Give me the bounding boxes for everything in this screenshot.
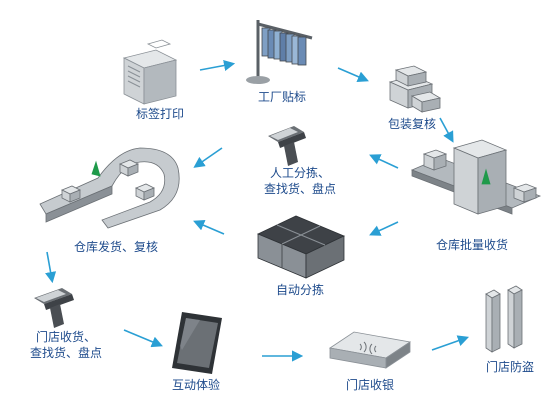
label-printing-label: 标签打印: [135, 107, 185, 121]
arrow-store-to-interactive: [123, 329, 163, 348]
factory-tagging-label: 工厂贴标: [257, 90, 307, 104]
arrow-checkout-to-antitheft: [431, 335, 470, 351]
receiving-portal-icon: [410, 139, 542, 215]
label-printer-icon: [122, 39, 178, 105]
sorting-bins-icon: [257, 215, 345, 279]
arrow-pack-to-receive: [439, 117, 454, 143]
antitheft-gate-icon: [485, 285, 523, 353]
clothing-rack-icon: [246, 20, 313, 84]
arrow-print-to-tag: [199, 59, 236, 71]
checkout-pad-icon: [328, 331, 412, 369]
boxes-stack-icon: [388, 65, 442, 113]
arrow-manual-to-ship: [193, 147, 223, 168]
warehouse-ship-label: 仓库发货、复核: [73, 240, 159, 254]
arrow-ship-to-store: [45, 251, 57, 284]
store-checkout-label: 门店收银: [345, 378, 395, 392]
store-handheld-icon: [34, 288, 74, 328]
manual-sort-label-line1: 人工分拣、: [269, 166, 331, 180]
store-receive-label-line2: 查找货、盘点: [29, 346, 103, 360]
interactive-label: 互动体验: [171, 378, 221, 392]
warehouse-receive-label: 仓库批量收货: [435, 238, 509, 252]
handheld-reader-icon: [268, 126, 306, 166]
arrow-receive-to-auto: [369, 221, 399, 236]
flow-arrows: [45, 59, 470, 362]
arrow-tag-to-pack: [337, 67, 369, 82]
conveyor-belt-icon: [39, 147, 180, 229]
auto-sort-label: 自动分拣: [275, 283, 325, 297]
packing-check-label: 包装复核: [387, 117, 437, 131]
tablet-icon: [172, 312, 222, 374]
manual-sort-label-line2: 查找货、盘点: [263, 182, 337, 196]
store-antitheft-label: 门店防盗: [485, 360, 535, 374]
store-receive-label-line1: 门店收货、: [35, 330, 97, 344]
arrow-auto-to-ship: [193, 220, 225, 235]
arrow-receive-to-manual: [369, 154, 399, 169]
